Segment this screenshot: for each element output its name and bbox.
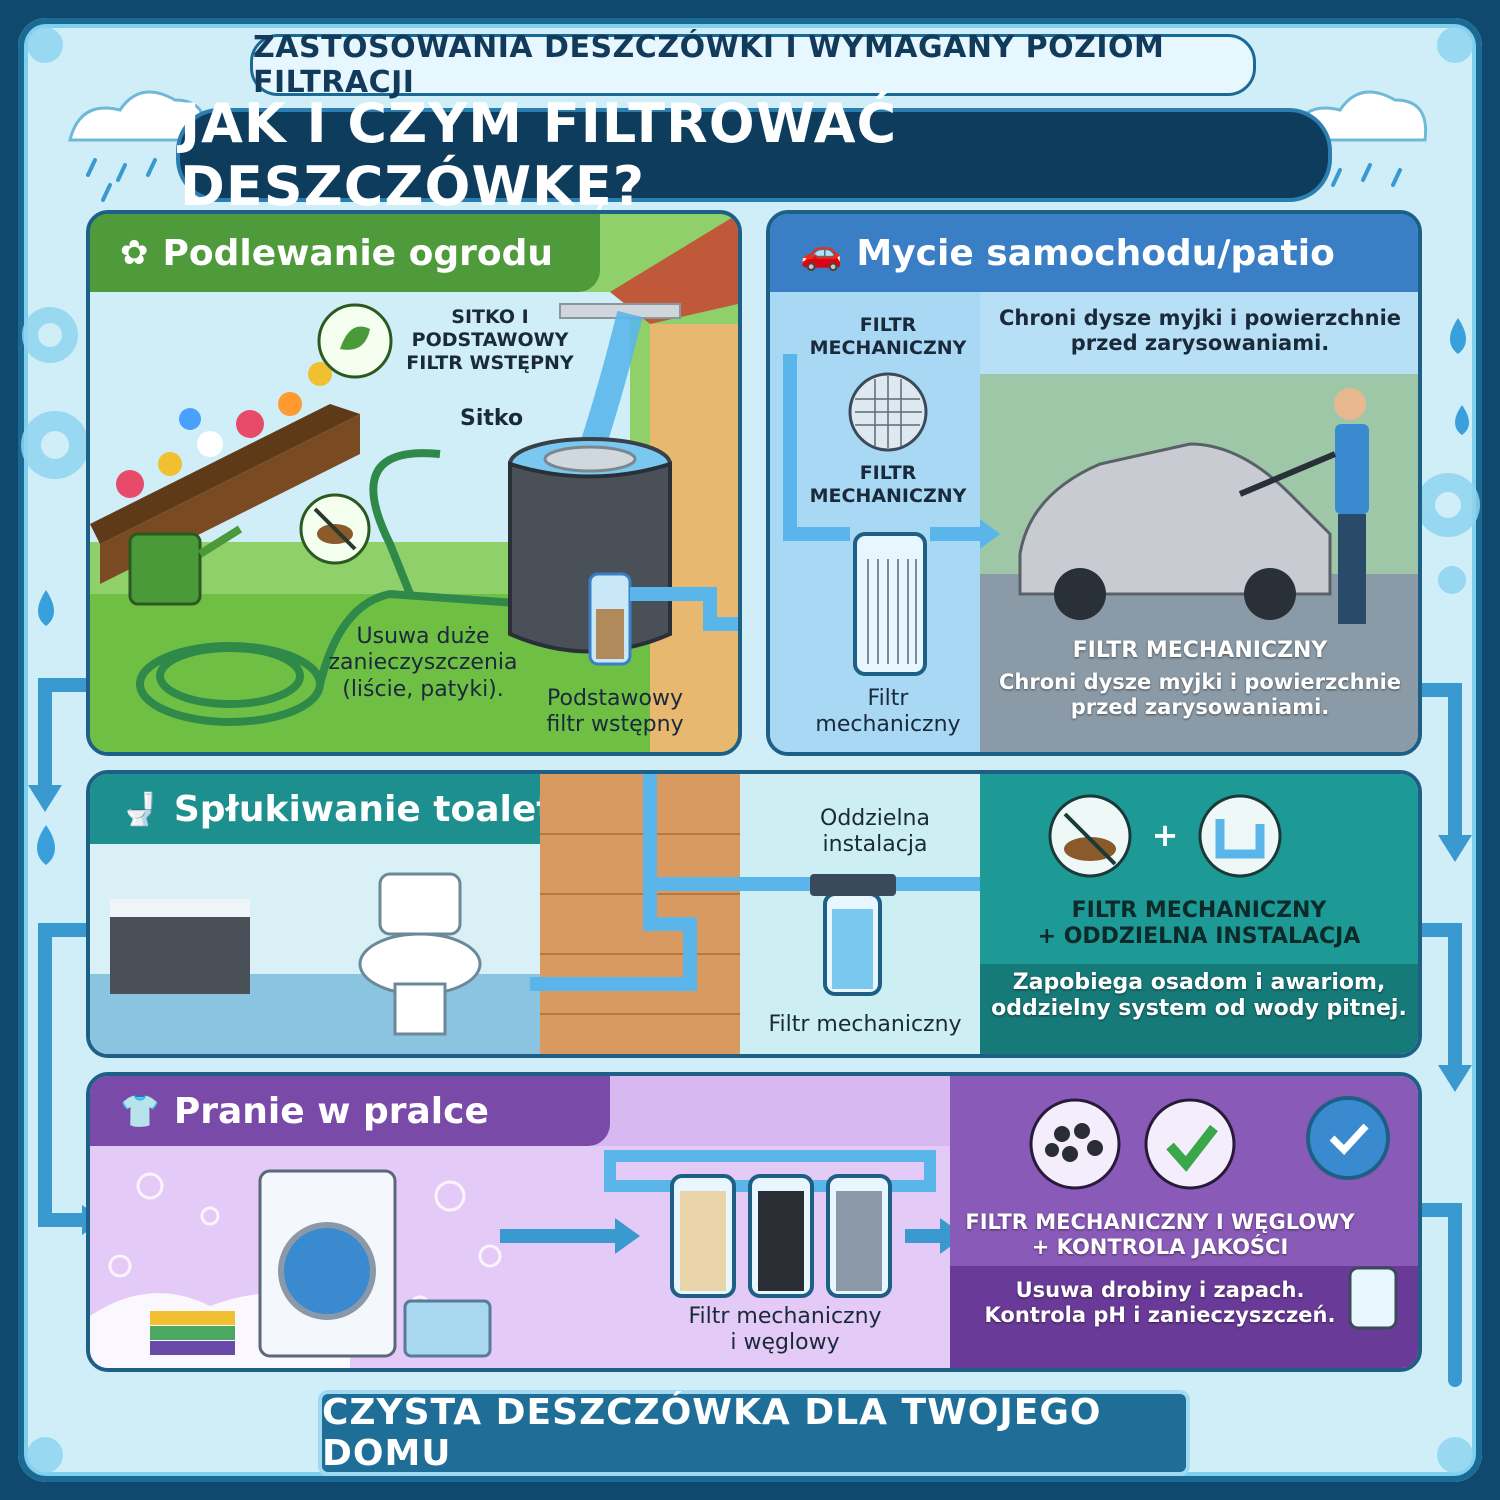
toilet-header: 🚽 Spłukiwanie toalety	[90, 774, 620, 844]
watering-can-icon	[128, 532, 202, 606]
toilet-plus: +	[1151, 816, 1179, 854]
flower-2	[158, 452, 182, 476]
flower-3	[197, 431, 223, 457]
car-header: 🚗 Mycie samochodu/patio	[770, 214, 1418, 292]
flower-7	[179, 408, 201, 430]
panel-toilet: 🚽 Spłukiwanie toalety	[86, 770, 1422, 1058]
laundry-basket	[403, 1299, 492, 1358]
roof	[610, 214, 738, 324]
toilet-illustration	[378, 872, 462, 936]
toilet-summary-text: Zapobiega osadom i awariom, oddzielny sy…	[991, 970, 1407, 1022]
mechanical-filter-housing	[853, 532, 927, 676]
page-title: JAK I CZYM FILTROWAĆ DESZCZÓWKĘ?	[176, 92, 1332, 218]
garden-scene	[90, 214, 738, 752]
toilet-icon: 🚽	[120, 790, 160, 828]
worker	[1334, 388, 1366, 420]
toilet-filter-label: Filtr mechaniczny	[768, 1012, 962, 1037]
car-filter-bottom-label: Filtr mechaniczny	[815, 686, 961, 738]
toilet-scene	[90, 774, 1418, 1054]
car-summary-title: FILTR MECHANICZNY	[1072, 638, 1328, 663]
garden-basic-filter-label: Podstawowy filtr wstępny	[546, 686, 684, 738]
quality-badge-icon	[1306, 1096, 1390, 1180]
garden-sitko-label: Sitko	[460, 406, 524, 431]
checkmark-icon	[1144, 1098, 1236, 1190]
bathroom-vanity	[110, 914, 250, 994]
ph-meter-icon	[1348, 1266, 1398, 1330]
panel-laundry: 👕 Pranie w pralce	[86, 1072, 1422, 1372]
garden-hose-icon	[136, 449, 531, 726]
panel-car-wash: 🚗 Mycie samochodu/patio FIL	[766, 210, 1422, 756]
garden-header-label: Podlewanie ogrodu	[162, 232, 554, 274]
laundry-scene	[90, 1076, 1418, 1368]
toilet-separate-label: Oddzielna instalacja	[820, 806, 930, 858]
flower-5	[278, 392, 302, 416]
pipe-icon	[1198, 794, 1282, 878]
tulip-icon: ✿	[120, 233, 149, 273]
sediment-icon	[1048, 794, 1132, 878]
car-header-label: Mycie samochodu/patio	[856, 232, 1335, 274]
toilet-summary-title: FILTR MECHANICZNY + ODDZIELNA INSTALACJA	[1037, 898, 1361, 950]
laundry-summary-text: Usuwa drobiny i zapach. Kontrola pH i za…	[984, 1278, 1336, 1328]
laundry-header: 👕 Pranie w pralce	[90, 1076, 610, 1146]
subtitle-banner: ZASTOSOWANIA DESZCZÓWKI I WYMAGANY POZIO…	[250, 30, 1256, 100]
garden-prefilter-label: SITKO I PODSTAWOWY FILTR WSTĘPNY	[406, 306, 574, 374]
panel-garden: ✿ Podlewanie ogrodu	[86, 210, 742, 756]
brick-wall	[540, 774, 740, 1054]
sitko-strainer	[543, 445, 637, 473]
car-note-top: Chroni dysze myjki i powierzchnie przed …	[998, 306, 1402, 356]
car-filter-top-label: FILTR MECHANICZNY	[809, 314, 967, 359]
car-scene	[770, 292, 1418, 752]
car-summary-text: Chroni dysze myjki i powierzchnie przed …	[998, 670, 1402, 720]
laundry-header-label: Pranie w pralce	[173, 1090, 489, 1132]
carbon-granules-icon	[1029, 1098, 1121, 1190]
toilet-header-label: Spłukiwanie toalety	[173, 788, 577, 830]
car-filter-mid-label: FILTR MECHANICZNY	[809, 462, 967, 507]
footer-banner: CZYSTA DESZCZÓWKA DLA TWOJEGO DOMU	[318, 1390, 1190, 1476]
towels	[150, 1311, 235, 1325]
laundry-summary-title: FILTR MECHANICZNY I WĘGLOWY + KONTROLA J…	[965, 1210, 1355, 1260]
shirt-icon: 👕	[120, 1092, 160, 1130]
garden-header: ✿ Podlewanie ogrodu	[90, 214, 600, 292]
car-illustration	[1018, 442, 1332, 596]
laundry-filter-label: Filtr mechaniczny i węglowy	[688, 1304, 882, 1356]
flower-1	[116, 470, 144, 498]
garden-removes-label: Usuwa duże zanieczyszczenia (liście, pat…	[328, 624, 518, 702]
car-icon: 🚗	[800, 233, 843, 273]
flower-4	[236, 410, 264, 438]
flower-6	[308, 362, 332, 386]
